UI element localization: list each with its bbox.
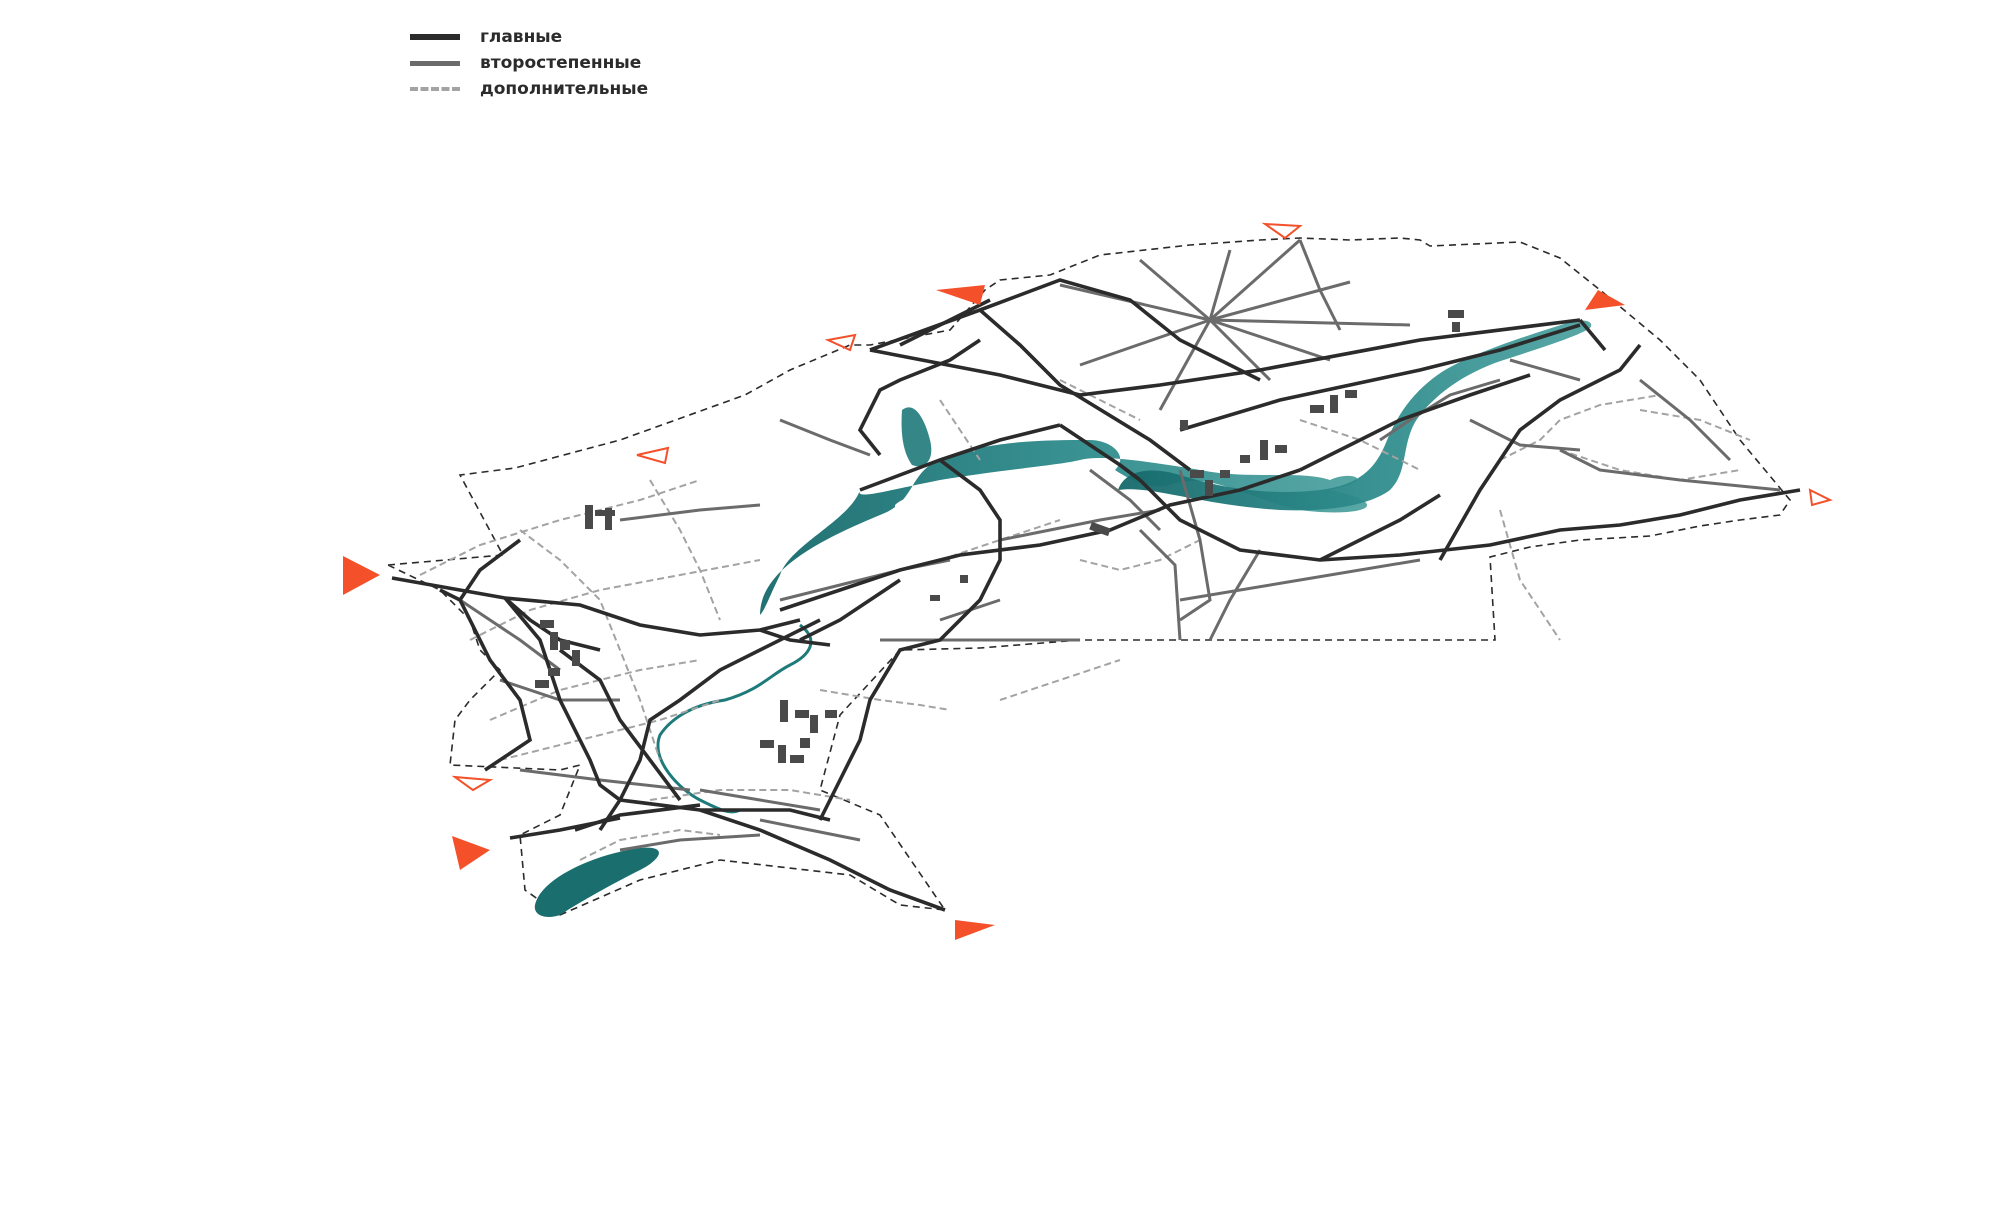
entrance-main-north xyxy=(936,285,985,305)
main-entrances xyxy=(343,285,1800,940)
pond-southwest xyxy=(534,847,659,917)
river-east xyxy=(1118,320,1592,511)
entrance-secondary-northwest-2 xyxy=(636,446,670,465)
legend-label-main: главные xyxy=(480,27,563,47)
legend-swatch-secondary xyxy=(410,60,460,66)
entrance-secondary-west xyxy=(451,775,494,792)
entrance-main-south xyxy=(955,920,995,940)
legend-item-secondary: второстепенные xyxy=(410,50,648,76)
additional-roads xyxy=(419,379,1751,861)
secondary-entrances xyxy=(451,222,1833,792)
legend-swatch-main xyxy=(410,34,460,40)
pond-north xyxy=(901,407,932,467)
entrance-main-southwest xyxy=(452,836,490,870)
buildings xyxy=(535,310,1464,763)
legend-label-secondary: второстепенные xyxy=(480,53,642,73)
stream xyxy=(656,623,813,814)
legend-item-main: главные xyxy=(410,24,648,50)
entrance-secondary-northwest-1 xyxy=(824,333,857,352)
entrance-secondary-north xyxy=(1261,222,1303,240)
entrance-main-northeast xyxy=(1585,290,1625,310)
legend-item-additional: дополнительные xyxy=(410,76,648,102)
legend-swatch-additional xyxy=(410,87,460,91)
legend-label-additional: дополнительные xyxy=(480,79,649,99)
entrance-main-west xyxy=(343,556,380,595)
island xyxy=(895,497,930,517)
park-boundary xyxy=(385,237,1791,916)
main-roads xyxy=(391,278,1801,912)
entrance-secondary-east xyxy=(1808,488,1833,507)
water-bodies xyxy=(534,320,1592,917)
map-legend: главные второстепенные дополнительные xyxy=(410,24,648,102)
